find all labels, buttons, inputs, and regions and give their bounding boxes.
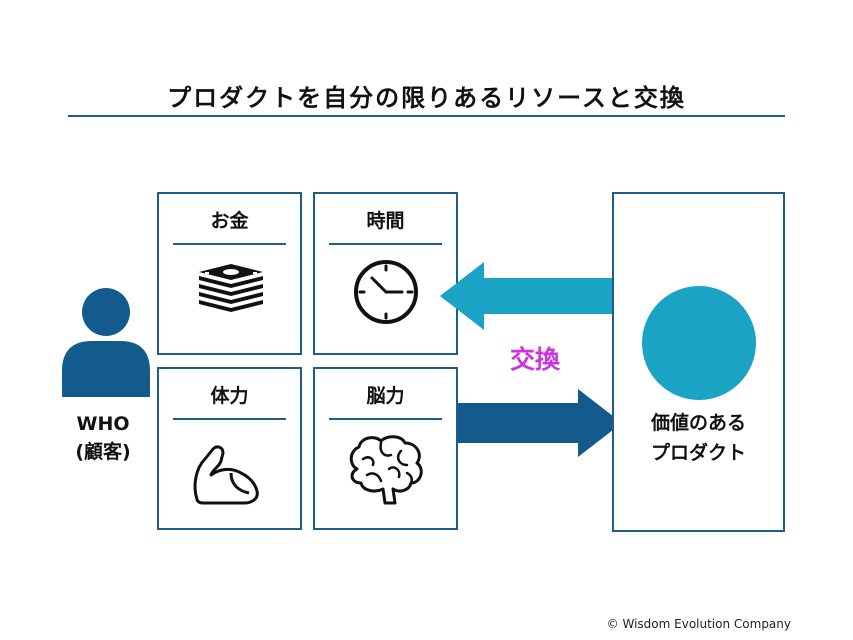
money-stack-icon [198,264,263,312]
product-circle [642,286,756,400]
customer-label: WHO (顧客) [40,410,166,466]
clock-icon [353,260,418,324]
customer-who: WHO [76,413,130,435]
flexed-arm-icon [193,445,259,505]
card-divider [329,243,442,245]
customer-subtitle: (顧客) [75,441,131,463]
product-box: 価値のある プロダクト [612,192,785,532]
resource-label-money: お金 [210,210,249,232]
title-underline [68,115,785,117]
resource-card-brain: 脳力 [313,367,458,530]
product-line-2: プロダクト [650,442,746,464]
arrow-to-product [458,389,622,457]
card-divider [173,243,286,245]
copyright-footer: © Wisdom Evolution Company [606,617,791,631]
resource-card-money: お金 [157,192,302,355]
arrow-to-customer [440,262,614,330]
resource-label-time: 時間 [366,210,405,232]
card-divider [173,418,286,420]
product-label: 価値のある プロダクト [614,408,783,468]
brain-icon [349,435,423,505]
exchange-label: 交換 [509,345,560,374]
resource-card-body: 体力 [157,367,302,530]
person-icon [62,288,150,397]
resource-card-time: 時間 [313,192,458,355]
product-line-1: 価値のある [650,412,746,434]
card-divider [329,418,442,420]
resource-label-brain: 脳力 [366,385,405,407]
resource-label-body: 体力 [210,385,249,407]
page-title: プロダクトを自分の限りあるリソースと交換 [167,84,686,112]
